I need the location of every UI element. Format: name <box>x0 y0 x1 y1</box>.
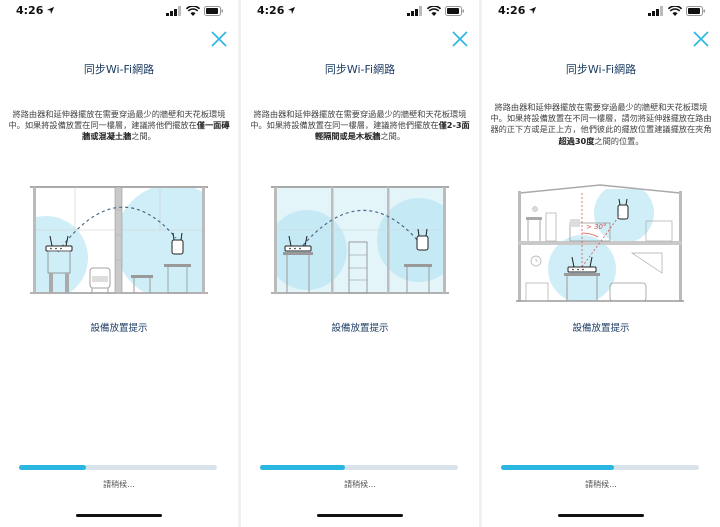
location-arrow-icon <box>287 6 296 15</box>
cellular-signal-icon <box>648 6 663 16</box>
description-text-end: 之間。 <box>131 131 156 142</box>
home-indicator[interactable] <box>317 514 403 517</box>
page-title: 同步Wi-Fi網路 <box>565 63 637 76</box>
placement-description: 將路由器和延伸器擺放在需要穿過最少的牆壁和天花板環境中。如果將設備放置在不同一樓… <box>490 102 712 147</box>
shelf-icon <box>348 241 368 294</box>
angle-line <box>581 214 621 268</box>
close-icon[interactable] <box>692 30 710 48</box>
setup-screen-1: 4:26 同步Wi-Fi網路 將路由器和延伸器擺放在需要穿過最少的牆壁和天花板環… <box>0 0 238 527</box>
please-wait-text: 請稍候... <box>103 480 135 489</box>
brick-wall <box>114 186 123 294</box>
router-icon <box>45 235 73 293</box>
router-coverage <box>33 216 88 292</box>
please-wait-text: 請稍候... <box>585 480 617 489</box>
downstairs-furniture <box>525 252 663 302</box>
wifi-icon <box>186 6 200 16</box>
battery-icon <box>445 6 464 16</box>
router-icon <box>283 235 313 293</box>
screen-divider <box>238 0 241 527</box>
outer-wall-right <box>202 187 205 293</box>
description-text: 將路由器和延伸器擺放在需要穿過最少的牆壁和天花板環境中。如果將設備放置在不同一樓… <box>490 102 712 135</box>
home-indicator[interactable] <box>76 514 162 517</box>
signal-path <box>57 206 177 253</box>
outer-wall-right <box>679 191 682 301</box>
placement-description: 將路由器和延伸器擺放在需要穿過最少的牆壁和天花板環境中。如果將設備放置在同一樓層… <box>8 109 230 143</box>
description-text: 將路由器和延伸器擺放在需要穿過最少的牆壁和天花板環境中。如果將設備放置在同一樓層… <box>250 109 467 131</box>
status-time: 4:26 <box>16 4 44 17</box>
sofa-icon <box>609 282 647 302</box>
router-icon <box>564 256 600 301</box>
wifi-icon <box>668 6 682 16</box>
extender-icon <box>404 228 432 293</box>
extender-icon <box>617 198 629 220</box>
setup-screen-3: 4:26 同步Wi-Fi網路 將路由器和延伸器擺放在需要穿過最少的牆壁和天花板環… <box>482 0 720 527</box>
progress-fill <box>260 465 346 470</box>
angle-label: > 30° <box>586 223 607 231</box>
roof-line <box>519 184 681 194</box>
progress-fill <box>19 465 87 470</box>
angle-arc <box>581 232 599 238</box>
status-time: 4:26 <box>498 4 526 17</box>
armchair-icon <box>89 267 111 293</box>
bed-icon <box>569 222 611 242</box>
extender-icon <box>164 232 191 294</box>
progress-bar <box>19 465 217 470</box>
description-highlight: 僅一面磚牆或混凝土牆 <box>82 120 230 142</box>
description-text-end: 之間的位置。 <box>594 135 644 146</box>
description-text-end: 之間。 <box>380 131 406 142</box>
battery-icon <box>686 6 705 16</box>
placement-illustration <box>30 186 208 294</box>
placement-illustration <box>271 186 449 294</box>
screen-divider <box>479 0 482 527</box>
outer-wall-left <box>518 191 521 301</box>
wooden-wall-2 <box>387 187 390 293</box>
outer-wall-right <box>443 187 446 293</box>
wall-clock-icon <box>530 255 542 267</box>
status-time: 4:26 <box>257 4 285 17</box>
battery-icon <box>204 6 223 16</box>
close-icon[interactable] <box>451 30 469 48</box>
placement-tips-label: 設備放置提示 <box>572 323 630 334</box>
progress-fill <box>501 465 614 470</box>
wooden-wall-1 <box>331 187 334 293</box>
cellular-signal-icon <box>166 6 181 16</box>
wifi-icon <box>427 6 441 16</box>
extender-coverage <box>115 188 205 292</box>
outer-wall-left <box>33 187 36 293</box>
description-text: 將路由器和延伸器擺放在需要穿過最少的牆壁和天花板環境中。如果將設備放置在同一樓層… <box>8 109 226 131</box>
page-title: 同步Wi-Fi網路 <box>83 63 155 76</box>
lamp-icon <box>630 252 663 274</box>
status-bar: 4:26 <box>0 4 238 20</box>
home-indicator[interactable] <box>558 514 644 517</box>
progress-bar <box>260 465 458 470</box>
setup-screen-2: 4:26 同步Wi-Fi網路 將路由器和延伸器擺放在需要穿過最少的牆壁和天花板環… <box>241 0 479 527</box>
signal-path <box>298 209 420 251</box>
placement-tips-label: 設備放置提示 <box>331 323 389 334</box>
placement-description: 將路由器和延伸器擺放在需要穿過最少的牆壁和天花板環境中。如果將設備放置在同一樓層… <box>249 109 471 143</box>
location-arrow-icon <box>528 6 537 15</box>
outer-wall-left <box>274 187 277 293</box>
status-bar: 4:26 <box>482 4 720 20</box>
progress-bar <box>501 465 699 470</box>
please-wait-text: 請稍候... <box>344 480 376 489</box>
page-title: 同步Wi-Fi網路 <box>324 63 396 76</box>
placement-illustration: > 30° <box>516 184 684 302</box>
location-arrow-icon <box>46 6 55 15</box>
description-highlight: 僅2-3面輕隔間或是木板牆 <box>314 120 470 142</box>
placement-tips-label: 設備放置提示 <box>90 323 148 334</box>
description-highlight: 超過30度 <box>558 135 595 146</box>
status-bar: 4:26 <box>241 4 479 20</box>
upstairs-furniture <box>526 206 673 242</box>
extender-coverage <box>377 198 446 282</box>
table-icon <box>131 275 153 293</box>
cellular-signal-icon <box>407 6 422 16</box>
close-icon[interactable] <box>210 30 228 48</box>
